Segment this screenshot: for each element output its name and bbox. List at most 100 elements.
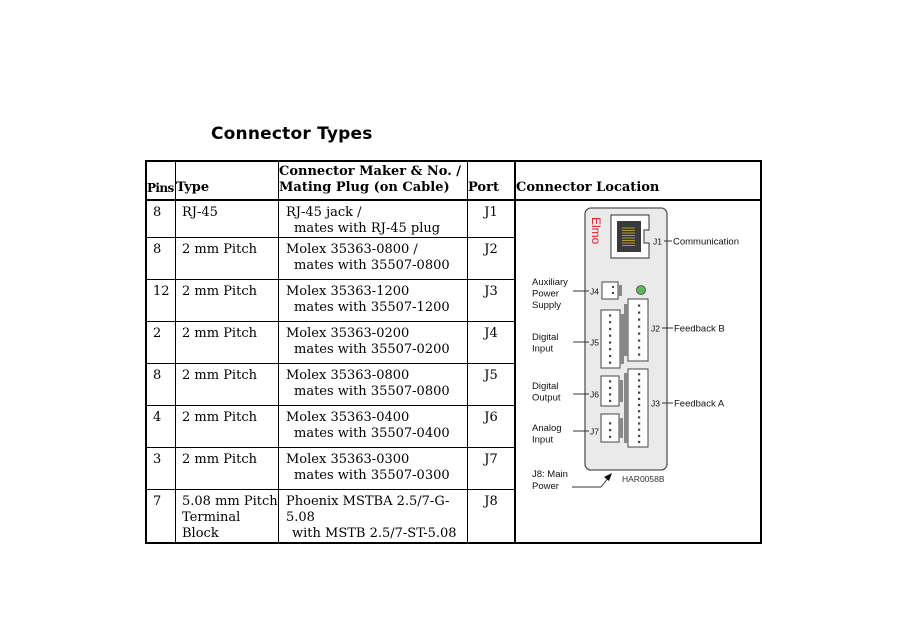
header-port: Port — [467, 160, 516, 201]
maker-line1: Molex 35363-1200 — [286, 284, 410, 299]
connector-pin — [638, 353, 641, 356]
connector-location-cell: Elmo — [514, 199, 762, 544]
cell-pins: 3 — [145, 447, 176, 490]
connector-pin — [638, 403, 641, 407]
connector-pin — [609, 327, 612, 331]
maker-line2: mates with 35507-0800 — [294, 384, 450, 399]
connector-pin — [638, 311, 641, 314]
cell-type: 2 mm Pitch — [175, 237, 279, 280]
cell-type: 2 mm Pitch — [175, 405, 279, 448]
cell-pins: 8 — [145, 199, 176, 238]
connector-pin — [638, 422, 641, 425]
connector-pin — [638, 434, 641, 437]
connector-pin — [609, 354, 612, 358]
connector-j6 — [600, 375, 623, 407]
label-main-2: Power — [532, 481, 559, 492]
maker-line1: Molex 35363-0400 — [286, 410, 410, 425]
maker-line2: mates with RJ-45 plug — [294, 221, 441, 236]
label-feedback-a: Feedback A — [674, 399, 725, 410]
label-communication: Communication — [673, 237, 739, 248]
label-j5: J5 — [590, 338, 599, 348]
cell-type: 2 mm Pitch — [175, 321, 279, 364]
type-line2: Terminal Block — [182, 510, 241, 541]
cell-pins: 7 — [145, 489, 176, 544]
connector-pin — [638, 379, 641, 382]
label-j1: J1 — [653, 237, 662, 247]
maker-line1: Molex 35363-0300 — [286, 452, 410, 467]
connector-pin — [609, 393, 612, 396]
table-row: 8 2 mm Pitch Molex 35363-0800 /mates wit… — [145, 237, 761, 280]
connector-pin — [638, 391, 641, 394]
arrow-icon — [604, 473, 612, 481]
maker-line1: Phoenix MSTBA 2.5/7-G-5.08 — [286, 494, 450, 525]
maker-line2: mates with 35507-0200 — [294, 342, 450, 357]
maker-line1: Molex 35363-0800 / — [286, 242, 418, 257]
label-ain-1: Analog — [532, 423, 562, 434]
header-maker-line1: Connector Maker & No. / — [279, 164, 462, 179]
header-pins: Pins — [145, 160, 176, 201]
header-maker: Connector Maker & No. / Mating Plug (on … — [278, 160, 468, 201]
connector-pin — [609, 429, 612, 432]
label-j7: J7 — [590, 427, 599, 437]
header-type: Type — [175, 160, 279, 201]
connector-pin — [638, 440, 641, 444]
label-aux-2: Power — [532, 289, 559, 300]
header-location: Connector Location — [514, 160, 762, 201]
cell-port: J1 — [467, 199, 516, 238]
connector-pin — [638, 416, 641, 419]
cell-port: J6 — [467, 405, 516, 448]
connector-pin — [609, 435, 612, 438]
maker-line1: RJ-45 jack / — [286, 205, 362, 220]
label-main-1: J8: Main — [532, 469, 568, 480]
type-line1: 5.08 mm Pitch — [182, 494, 278, 509]
maker-line2: mates with 35507-1200 — [294, 300, 450, 315]
connector-pin — [638, 428, 641, 431]
maker-line1: Molex 35363-0200 — [286, 326, 410, 341]
connector-pin — [638, 304, 641, 307]
connector-j3 — [624, 368, 649, 448]
connector-j2 — [624, 298, 649, 362]
label-aux-1: Auxiliary — [532, 277, 568, 288]
header-maker-line2: Mating Plug (on Cable) — [279, 180, 450, 195]
brand-logo: Elmo — [589, 217, 603, 245]
cell-pins: 2 — [145, 321, 176, 364]
cell-type: RJ-45 — [175, 199, 279, 238]
connector-pin — [609, 321, 612, 324]
connector-pin — [638, 332, 641, 335]
cell-pins: 4 — [145, 405, 176, 448]
label-din-1: Digital — [532, 332, 558, 343]
maker-line2: mates with 35507-0400 — [294, 426, 450, 441]
connector-types-table: Pins Type Connector Maker & No. / Mating… — [145, 160, 762, 544]
cell-port: J7 — [467, 447, 516, 490]
connector-location-diagram: Elmo — [532, 207, 739, 492]
rj45-port-j1 — [610, 214, 650, 259]
cell-port: J2 — [467, 237, 516, 280]
cell-port: J5 — [467, 363, 516, 406]
cell-type: 2 mm Pitch — [175, 363, 279, 406]
connector-pin — [609, 386, 612, 389]
connector-pin — [638, 410, 641, 413]
label-j6: J6 — [590, 390, 599, 400]
connector-pin — [638, 346, 641, 349]
connector-pin — [638, 339, 641, 342]
connector-pin — [609, 361, 612, 364]
part-code: HAR0058B — [622, 474, 665, 484]
label-aux-3: Supply — [532, 300, 561, 311]
maker-line2: mates with 35507-0800 — [294, 258, 450, 273]
connector-j4 — [601, 281, 622, 300]
cell-maker: RJ-45 jack /mates with RJ-45 plug — [278, 199, 468, 238]
cell-port: J8 — [467, 489, 516, 544]
table-row: 8 RJ-45 RJ-45 jack /mates with RJ-45 plu… — [145, 199, 762, 544]
cell-port: J3 — [467, 279, 516, 322]
cell-type: 2 mm Pitch — [175, 447, 279, 490]
